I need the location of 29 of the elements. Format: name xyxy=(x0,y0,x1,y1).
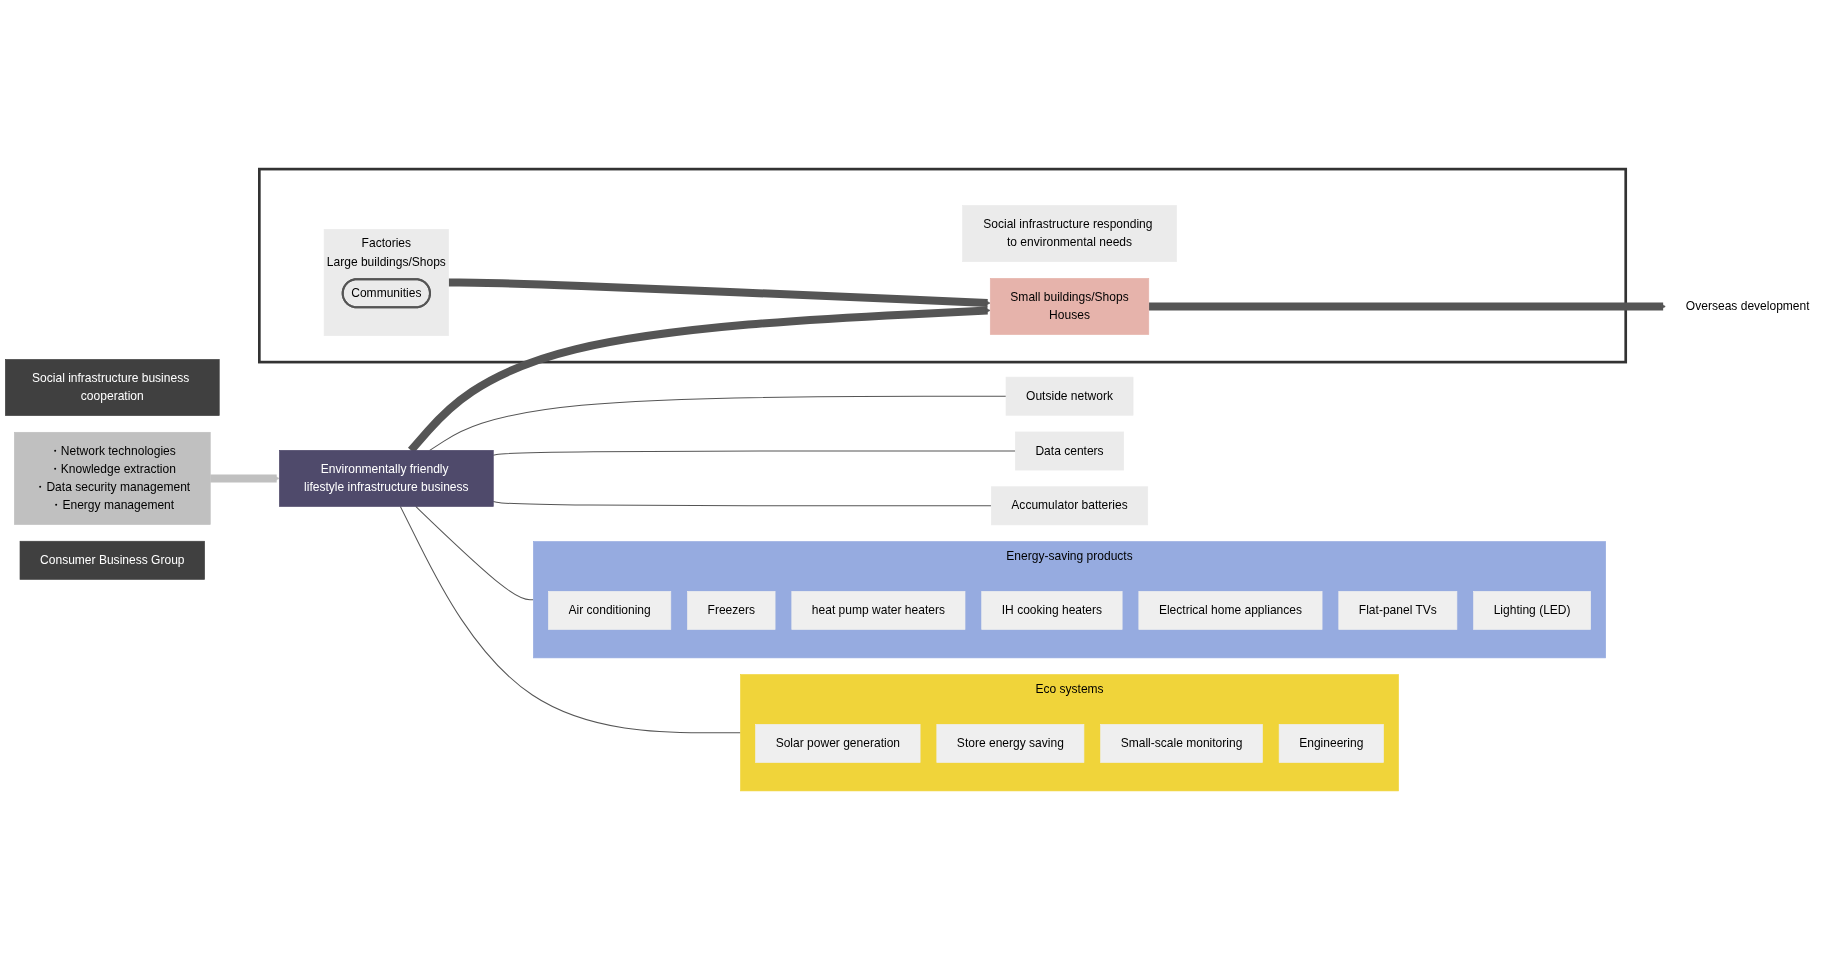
node-text: Overseas development xyxy=(1685,299,1810,313)
arrow xyxy=(1148,302,1667,311)
node-box: Outside network xyxy=(1005,376,1134,416)
connector xyxy=(415,506,534,601)
connector xyxy=(399,506,742,734)
node-box: IH cooking heaters xyxy=(981,591,1123,630)
node-box: Data centers xyxy=(1015,431,1125,471)
node-box: ・Network technologies ・Knowledge extraction ・Data security management ・Energy management xyxy=(14,431,211,525)
node-box: Air conditioning xyxy=(548,591,672,630)
connector xyxy=(492,501,992,507)
connector xyxy=(429,395,1007,451)
node-box: Store energy saving xyxy=(936,724,1085,763)
node-box: Freezers xyxy=(687,591,776,630)
node-box: Lighting (LED) xyxy=(1473,591,1591,630)
arrow xyxy=(210,474,280,483)
node-box: Environmentally friendly lifestyle infrastructure business xyxy=(279,450,494,507)
cluster xyxy=(258,167,1628,364)
node-box: heat pump water heaters xyxy=(791,591,966,630)
arrow xyxy=(448,278,991,307)
node-box: Solar power generation xyxy=(755,724,921,763)
node-box: Social infrastructure business cooperation xyxy=(5,359,220,416)
node-box: Small buildings/Shops Houses xyxy=(989,278,1150,335)
connector xyxy=(492,450,1016,456)
node-box: Engineering xyxy=(1278,724,1384,763)
node-box: Consumer Business Group xyxy=(19,540,205,580)
node-box: Electrical home appliances xyxy=(1138,591,1323,630)
node-box: Small-scale monitoring xyxy=(1100,724,1263,763)
node-box: Flat-panel TVs xyxy=(1338,591,1458,630)
node-box: Accumulator batteries xyxy=(990,486,1149,526)
